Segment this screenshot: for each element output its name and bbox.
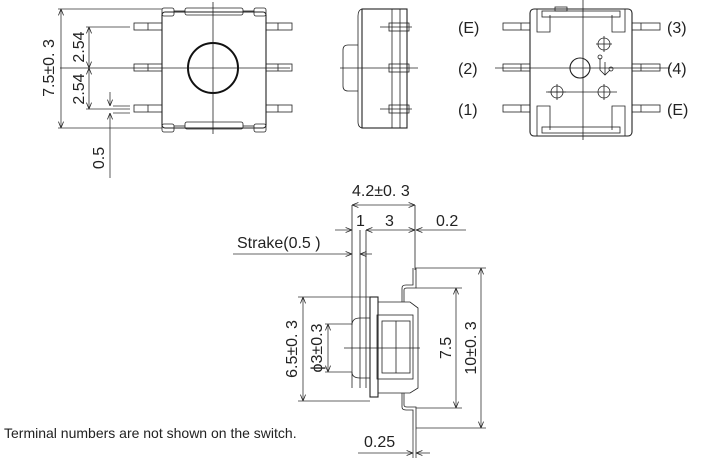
side-view-small bbox=[340, 8, 418, 129]
overall-height-label: 10±0. 3 bbox=[463, 321, 480, 374]
stroke-label: Strake(0.5 ) bbox=[237, 235, 321, 252]
terminal-thickness-label: 0.25 bbox=[364, 434, 395, 451]
pin-label-right-middle: (4) bbox=[667, 61, 687, 78]
dim-0-2-label: 0.2 bbox=[436, 213, 458, 230]
dim-1-label: 1 bbox=[356, 213, 365, 230]
overall-depth-label: 4.2±0. 3 bbox=[352, 183, 410, 200]
dim-3-label: 3 bbox=[385, 213, 394, 230]
pitch-lower-label: 2.54 bbox=[71, 73, 88, 104]
pin-label-left-top: (E) bbox=[458, 20, 479, 37]
front-view: 7.5±0. 3 2.54 2.54 0.5 bbox=[41, 2, 293, 178]
body-height-label: 6.5±0. 3 bbox=[284, 320, 301, 378]
pitch-upper-label: 2.54 bbox=[71, 31, 88, 62]
pin-label-left-bottom: (1) bbox=[458, 102, 478, 119]
switch-body-outline bbox=[161, 11, 267, 129]
side-view-dimensioned: 4.2±0. 3 1 3 0.2 Strake(0.5 ) 6.5±0. 3 ϕ… bbox=[233, 183, 486, 458]
actuator-diameter-label: ϕ3±0.3 bbox=[309, 323, 326, 372]
pin-width-label: 0.5 bbox=[91, 147, 108, 169]
height-dimension-label: 7.5±0. 3 bbox=[41, 39, 58, 97]
pin-span-label: 7.5 bbox=[438, 337, 455, 359]
bottom-view: (E) (2) (1) (3) (4) (E) bbox=[458, 0, 688, 140]
pin-label-right-top: (3) bbox=[667, 20, 687, 37]
pin-label-left-middle: (2) bbox=[458, 61, 478, 78]
pin-label-right-bottom: (E) bbox=[667, 102, 688, 119]
terminal-note: Terminal numbers are not shown on the sw… bbox=[4, 425, 297, 441]
